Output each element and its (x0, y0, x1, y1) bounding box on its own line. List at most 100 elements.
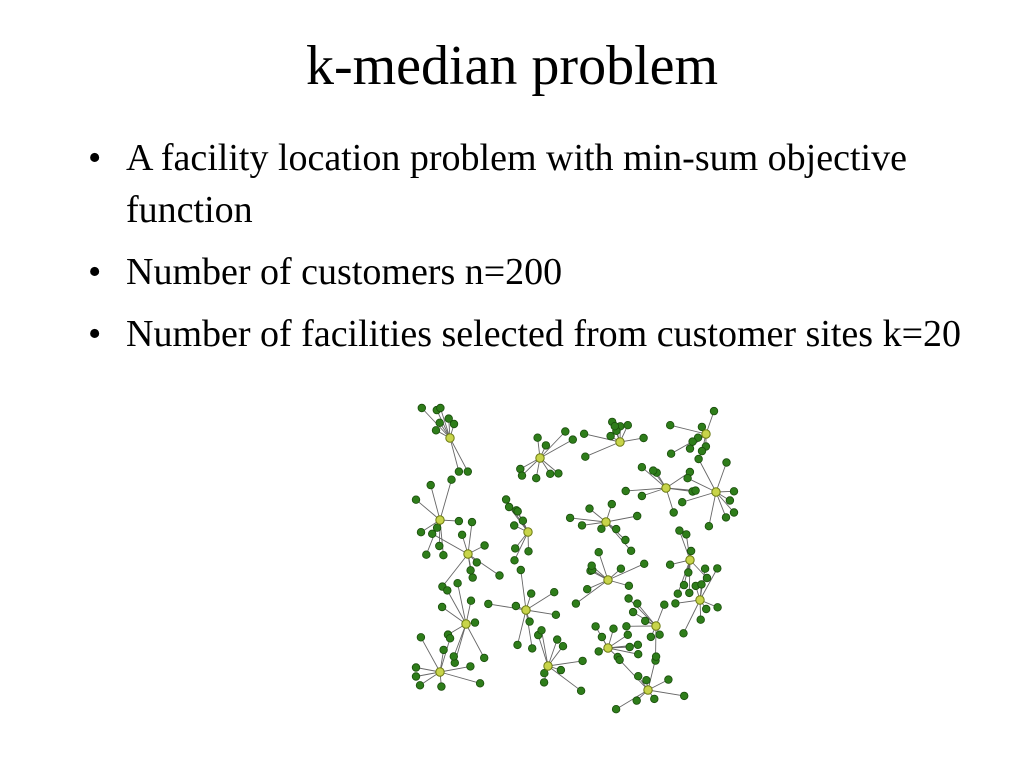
customer-node (576, 686, 586, 695)
customer-node (686, 546, 696, 556)
customer-node (594, 647, 603, 656)
assignment-link (583, 433, 621, 443)
facility-node (523, 527, 533, 537)
assignment-link (539, 439, 574, 459)
customer-node (416, 633, 426, 642)
assignment-link (625, 487, 667, 492)
customer-node (411, 495, 421, 504)
customer-node (665, 560, 675, 569)
customer-node (417, 403, 426, 413)
assignment-link (605, 515, 638, 523)
facility-network-diagram (411, 403, 739, 714)
customer-node (526, 589, 536, 598)
assignment-link (465, 623, 485, 659)
assignment-link (525, 609, 533, 649)
customer-node (632, 511, 642, 521)
assignment-link (715, 462, 727, 493)
facility-node (651, 621, 661, 631)
customer-node (621, 486, 630, 496)
customer-node (554, 469, 563, 478)
customer-node (439, 645, 448, 655)
customer-node (678, 497, 687, 507)
customer-node (628, 607, 638, 617)
assignment-link (615, 689, 649, 710)
customer-node (650, 694, 659, 704)
assignment-link (683, 599, 701, 634)
assignment-link (677, 559, 691, 594)
customer-node (466, 566, 475, 575)
assignment-link (517, 609, 527, 646)
customer-node (551, 610, 561, 619)
customer-node (571, 599, 581, 608)
customer-node (666, 421, 675, 430)
customer-node (640, 616, 650, 626)
customer-node (558, 641, 568, 651)
customer-node (729, 487, 739, 496)
bullet-icon: • (88, 137, 102, 179)
assignment-link (439, 665, 471, 673)
facility-node (601, 517, 611, 527)
assignment-link (641, 466, 667, 489)
customer-node (436, 403, 445, 413)
customer-node (697, 422, 707, 432)
customer-node (582, 584, 592, 594)
customer-node (655, 630, 664, 639)
customer-node (713, 603, 722, 612)
customer-node (685, 588, 694, 598)
customer-node (702, 573, 712, 583)
bullet-text: Number of facilities selected from custo… (126, 313, 962, 355)
customer-node (435, 541, 444, 551)
assignment-link (678, 530, 691, 561)
facility-node (685, 555, 695, 565)
bullet-text: Number of customers n=200 (126, 251, 563, 293)
customer-node (646, 632, 656, 642)
customer-node (561, 427, 570, 436)
customer-node (624, 581, 634, 590)
customer-node (694, 454, 703, 464)
customer-node (697, 446, 707, 456)
customer-node (633, 599, 642, 608)
assignment-link (708, 491, 717, 527)
customer-node (501, 495, 511, 504)
assignment-link (547, 665, 582, 692)
customer-node (426, 480, 435, 490)
assignment-link (439, 479, 452, 521)
customer-node (447, 475, 456, 484)
customer-node (416, 527, 426, 537)
customer-node (524, 547, 533, 556)
customer-nodes (411, 403, 739, 714)
customer-node (422, 550, 431, 559)
customer-node (545, 469, 555, 478)
customer-node (607, 499, 616, 509)
customer-node (642, 676, 651, 685)
assignment-link (439, 671, 481, 684)
customer-node (581, 452, 590, 461)
customer-node (680, 691, 689, 701)
assignment-link (514, 531, 529, 561)
customer-node (568, 435, 577, 444)
customer-node (443, 586, 452, 595)
assignment-link (420, 637, 441, 673)
customer-node (449, 419, 459, 429)
customer-node (611, 705, 621, 714)
customer-node (615, 655, 624, 665)
assignment-link (636, 603, 657, 627)
assignment-link (537, 634, 549, 667)
customer-node (539, 678, 549, 687)
bullet-list: • A facility location problem with min-s… (88, 132, 968, 370)
customer-node (651, 652, 661, 661)
customer-node (725, 496, 735, 505)
customer-node (435, 418, 444, 427)
customer-node (513, 640, 522, 650)
assignment-link (520, 569, 527, 611)
customer-node (415, 681, 425, 690)
assignment-link (439, 407, 451, 439)
assignment-link (457, 583, 467, 625)
bullet-item: • A facility location problem with min-s… (88, 132, 968, 236)
customer-node (527, 644, 537, 653)
customer-node (660, 600, 669, 609)
customer-node (518, 516, 528, 525)
customer-node (633, 672, 643, 681)
customer-node (623, 421, 632, 430)
customer-node (697, 580, 706, 589)
